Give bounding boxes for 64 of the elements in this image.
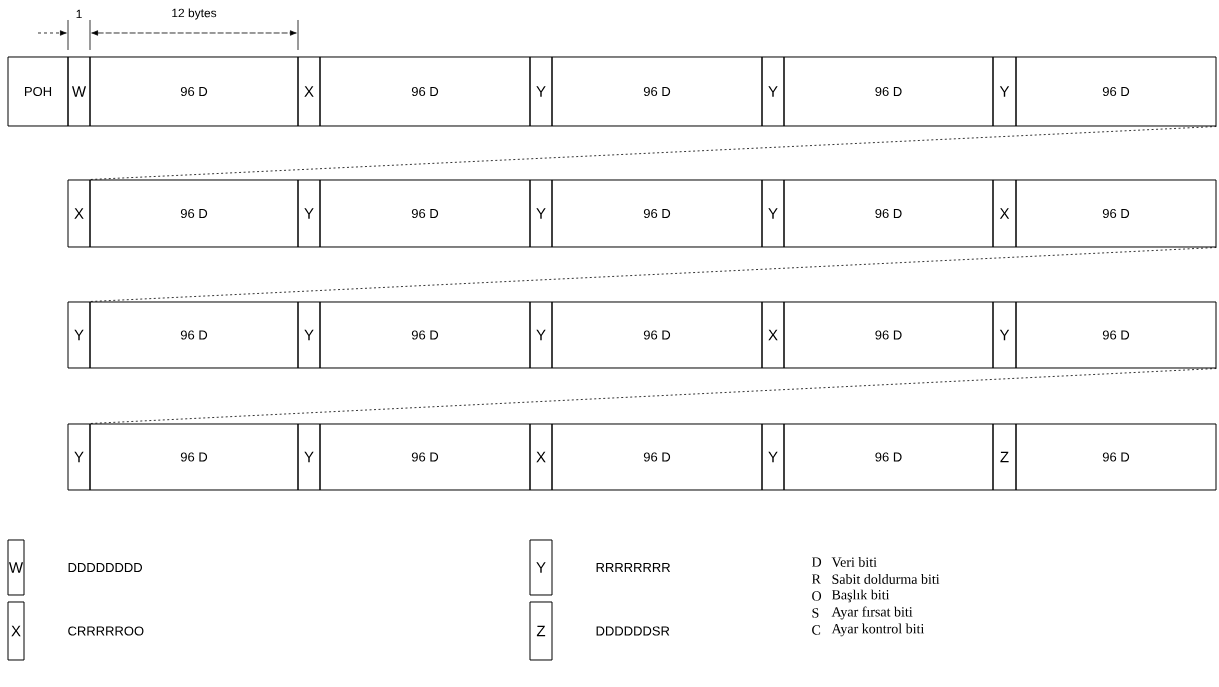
byte-cell: Y xyxy=(992,56,1017,127)
byte-cell: 96 D xyxy=(319,423,531,491)
byte-cell: 96 D xyxy=(1015,179,1217,248)
byte-cell: 96 D xyxy=(551,423,763,491)
bit-letter: R xyxy=(811,574,821,584)
byte-cell: 96 D xyxy=(89,423,299,491)
byte-cell: X xyxy=(297,56,321,127)
byte-cell: 96 D xyxy=(783,301,994,369)
byte-cell: W xyxy=(67,56,91,127)
bit-meaning: Ayar fırsat biti xyxy=(831,606,913,620)
byte-cell: 96 D xyxy=(783,423,994,491)
continuation-line xyxy=(90,247,1217,302)
byte-cell: Y xyxy=(761,179,785,248)
bit-meaning: Veri biti xyxy=(831,557,877,567)
byte-cell: Y xyxy=(761,423,785,491)
byte-cell: Y xyxy=(529,179,553,248)
bit-meaning: Başlık biti xyxy=(831,589,890,603)
key-description: DDDDDDDD xyxy=(68,563,142,572)
byte-cell: 96 D xyxy=(551,56,763,127)
byte-cell: 96 D xyxy=(1015,423,1217,491)
byte-cell: X xyxy=(761,301,785,369)
byte-cell: Y xyxy=(761,56,785,127)
byte-cell: Y xyxy=(297,301,321,369)
bit-letter: O xyxy=(812,591,822,601)
byte-cell: 96 D xyxy=(551,179,763,248)
key-box: Z xyxy=(529,601,553,661)
byte-cell: Y xyxy=(297,423,321,491)
byte-cell: Z xyxy=(992,423,1017,491)
bit-letter: S xyxy=(812,608,819,618)
key-description: RRRRRRRR xyxy=(596,563,670,572)
key-description: CRRRRROO xyxy=(68,626,144,636)
key-description: DDDDDDSR xyxy=(596,626,670,636)
dimension-label: 12 bytes xyxy=(172,8,217,20)
byte-cell: 96 D xyxy=(89,179,299,248)
byte-cell: Y xyxy=(529,301,553,369)
byte-cell: 96 D xyxy=(1015,301,1217,369)
byte-cell: X xyxy=(992,179,1017,248)
byte-cell: 96 D xyxy=(89,56,299,127)
byte-cell: Y xyxy=(297,179,321,248)
byte-cell: X xyxy=(67,179,91,248)
byte-cell: POH xyxy=(7,56,69,127)
byte-cell: Y xyxy=(67,301,91,369)
byte-cell: Y xyxy=(992,301,1017,369)
continuation-line xyxy=(90,368,1217,424)
key-box: Y xyxy=(529,539,553,596)
bit-meaning: Sabit doldurma biti xyxy=(832,574,940,584)
byte-cell: 96 D xyxy=(319,301,531,369)
bit-letter: D xyxy=(811,557,822,567)
key-box: X xyxy=(7,601,25,661)
byte-cell: 96 D xyxy=(551,301,763,369)
byte-cell: 96 D xyxy=(89,301,299,369)
byte-cell: Y xyxy=(529,56,553,127)
dimension-label: 1 xyxy=(76,9,82,19)
byte-cell: 96 D xyxy=(1015,56,1217,127)
bit-meaning: Ayar kontrol biti xyxy=(831,623,925,637)
continuation-line xyxy=(90,126,1217,180)
byte-cell: Y xyxy=(67,423,91,491)
byte-cell: 96 D xyxy=(319,179,531,248)
byte-cell: 96 D xyxy=(783,56,994,127)
bit-letter: C xyxy=(812,625,821,635)
byte-cell: X xyxy=(529,423,553,491)
byte-cell: 96 D xyxy=(783,179,994,248)
byte-cell: 96 D xyxy=(319,56,531,127)
key-box: W xyxy=(7,539,25,596)
